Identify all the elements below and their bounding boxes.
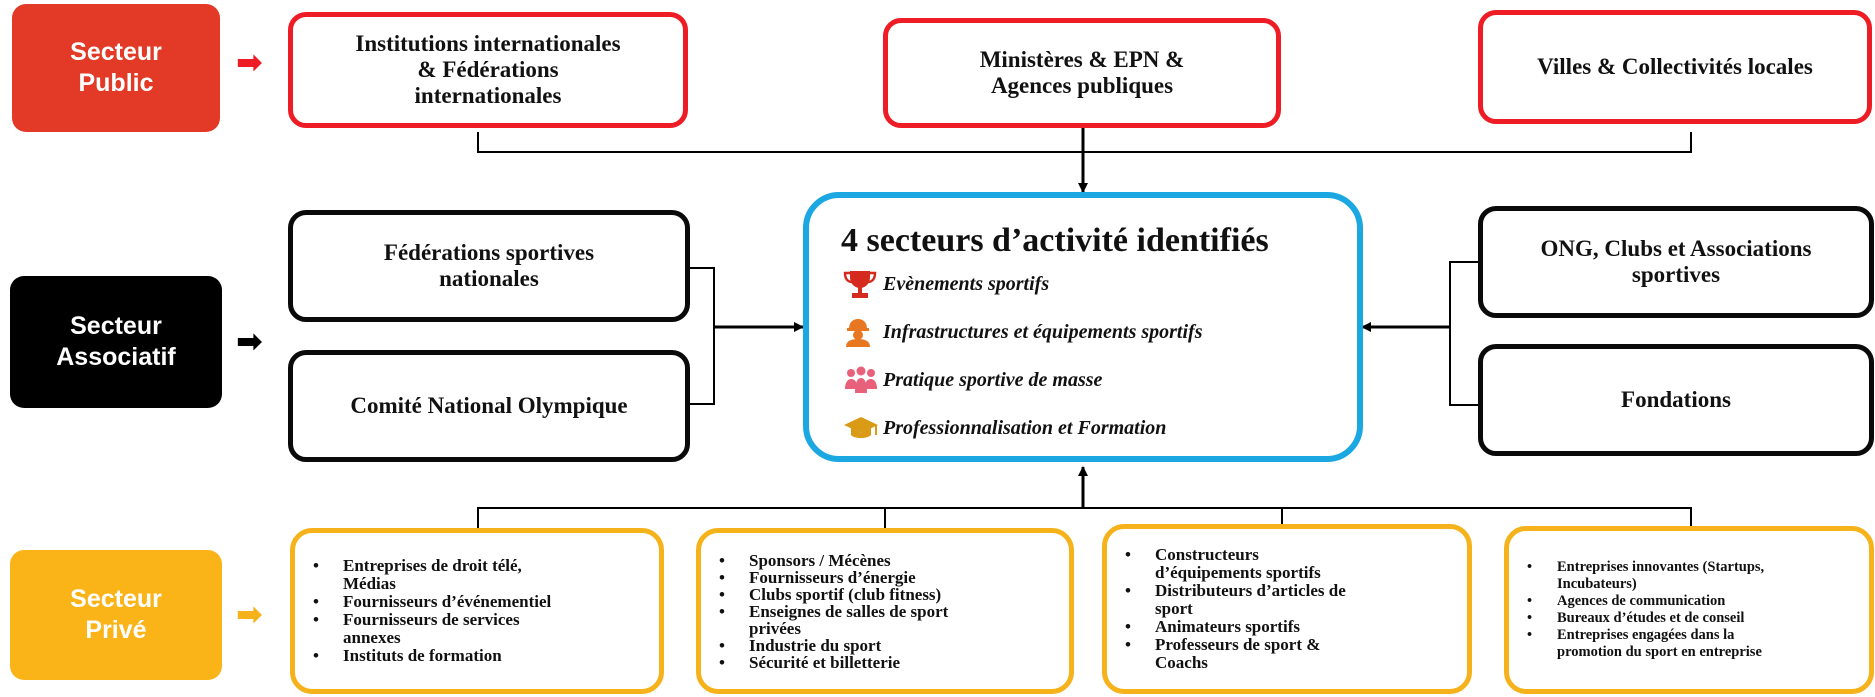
worker-icon bbox=[843, 316, 883, 348]
activity-item: Infrastructures et équipements sportifs bbox=[843, 316, 1202, 348]
private-box-sponsors: Sponsors / Mécènes Fournisseurs d’énergi… bbox=[696, 528, 1074, 694]
list-item: Agences de communication bbox=[1519, 593, 1764, 610]
list-item: Enseignes de salles de sport privées bbox=[711, 603, 948, 637]
list-item: Animateurs sportifs bbox=[1117, 618, 1346, 637]
assoc-box-ong: ONG, Clubs et Associations sportives bbox=[1478, 206, 1874, 318]
public-box-villes: Villes & Collectivités locales bbox=[1478, 10, 1872, 124]
activity-item: Pratique sportive de masse bbox=[843, 364, 1102, 396]
associatif-arrow-icon: ➡ bbox=[236, 322, 263, 360]
private-list: Constructeurs d’équipements sportifs Dis… bbox=[1117, 546, 1346, 672]
list-item: Fournisseurs d’événementiel bbox=[305, 593, 551, 612]
list-item: Instituts de formation bbox=[305, 647, 551, 666]
private-box-medias: Entreprises de droit télé, Médias Fourni… bbox=[290, 528, 664, 694]
list-item: Bureaux d’études et de conseil bbox=[1519, 610, 1764, 627]
private-list: Sponsors / Mécènes Fournisseurs d’énergi… bbox=[711, 552, 948, 671]
activity-item: Evènements sportifs bbox=[843, 268, 1049, 300]
activity-item: Professionnalisation et Formation bbox=[843, 412, 1166, 444]
list-item: Fournisseurs d’énergie bbox=[711, 569, 948, 586]
private-box-equipements: Constructeurs d’équipements sportifs Dis… bbox=[1102, 524, 1472, 694]
list-item: Clubs sportif (club fitness) bbox=[711, 586, 948, 603]
list-item: Distributeurs d’articles de sport bbox=[1117, 582, 1346, 618]
private-list: Entreprises de droit télé, Médias Fourni… bbox=[305, 557, 551, 666]
trophy-icon bbox=[843, 268, 883, 300]
assoc-box-fondations: Fondations bbox=[1478, 344, 1874, 456]
list-item: Entreprises innovantes (Startups, Incuba… bbox=[1519, 559, 1764, 593]
sector-prive-label: Secteur Privé bbox=[10, 550, 222, 680]
assoc-box-comite: Comité National Olympique bbox=[288, 350, 690, 462]
list-item: Sponsors / Mécènes bbox=[711, 552, 948, 569]
private-list: Entreprises innovantes (Startups, Incuba… bbox=[1519, 559, 1764, 661]
graduation-cap-icon bbox=[843, 412, 883, 444]
list-item: Entreprises de droit télé, Médias bbox=[305, 557, 551, 593]
assoc-left-bracket bbox=[690, 267, 715, 405]
public-box-ministeres: Ministères & EPN & Agences publiques bbox=[883, 18, 1281, 128]
center-title: 4 secteurs d’activité identifiés bbox=[841, 222, 1269, 259]
sector-associatif-label: Secteur Associatif bbox=[10, 276, 222, 408]
list-item: Entreprises engagées dans la promotion d… bbox=[1519, 627, 1764, 661]
list-item: Fournisseurs de services annexes bbox=[305, 611, 551, 647]
prive-arrow-icon: ➡ bbox=[236, 595, 263, 633]
center-box: 4 secteurs d’activité identifiés Evèneme… bbox=[803, 192, 1363, 462]
public-arrow-icon: ➡ bbox=[236, 43, 263, 81]
people-group-icon bbox=[843, 364, 883, 396]
list-item: Constructeurs d’équipements sportifs bbox=[1117, 546, 1346, 582]
list-item: Sécurité et billetterie bbox=[711, 654, 948, 671]
assoc-right-bracket bbox=[1449, 261, 1478, 406]
sector-public-label: Secteur Public bbox=[12, 4, 220, 132]
private-box-innovation: Entreprises innovantes (Startups, Incuba… bbox=[1504, 526, 1874, 694]
list-item: Industrie du sport bbox=[711, 637, 948, 654]
public-box-institutions: Institutions internationales & Fédératio… bbox=[288, 12, 688, 128]
assoc-box-federations: Fédérations sportives nationales bbox=[288, 210, 690, 322]
private-connector bbox=[477, 507, 1692, 528]
list-item: Professeurs de sport & Coachs bbox=[1117, 636, 1346, 672]
